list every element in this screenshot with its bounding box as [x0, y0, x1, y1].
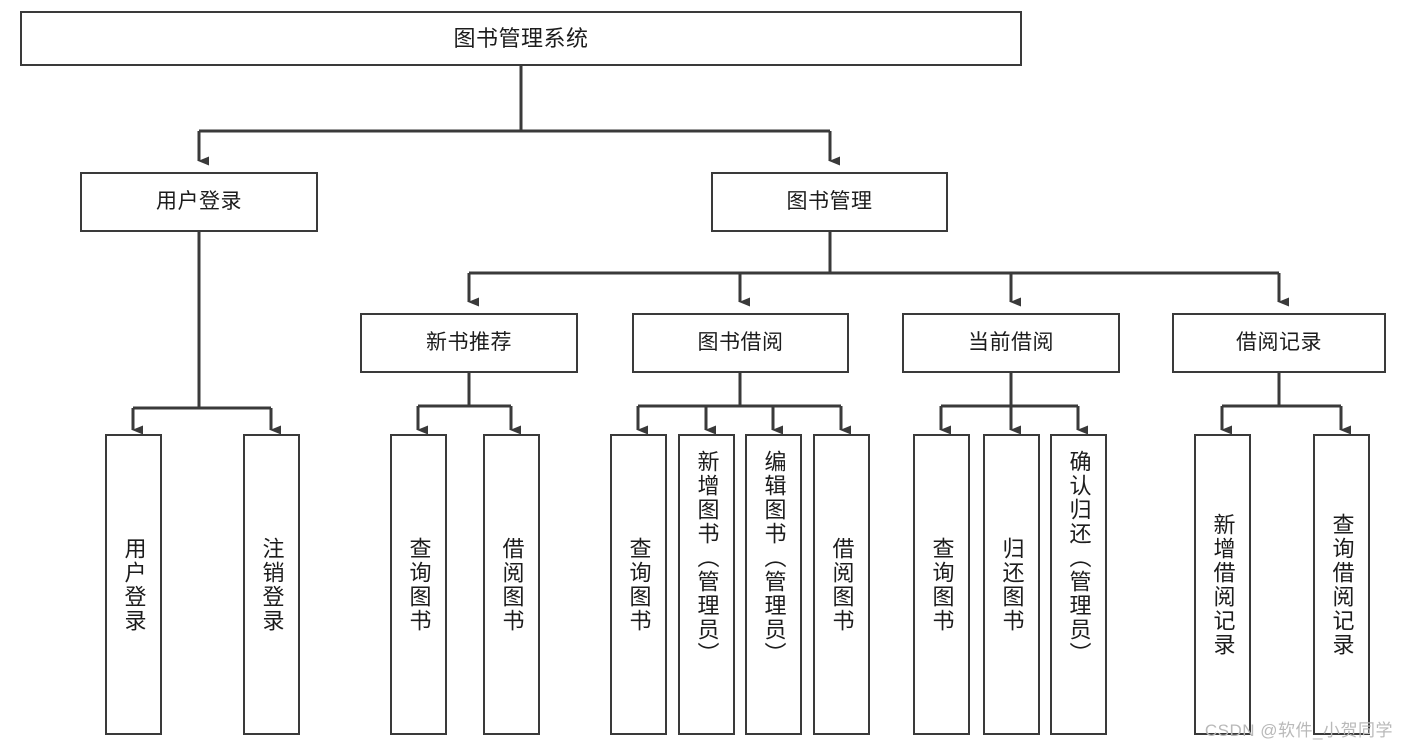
leaf-borrow-book-2-label: 借阅图书	[829, 536, 855, 633]
leaf-add-record-label: 新增借阅记录	[1210, 512, 1236, 657]
node-book-manage[interactable]: 图书管理	[711, 172, 948, 232]
leaf-borrow-book-1[interactable]: 借阅图书	[483, 434, 540, 735]
leaf-add-record[interactable]: 新增借阅记录	[1194, 434, 1251, 735]
node-borrow-record[interactable]: 借阅记录	[1172, 313, 1386, 373]
leaf-logout[interactable]: 注销登录	[243, 434, 300, 735]
leaf-add-book[interactable]: 新增图书（管理员）	[678, 434, 735, 735]
node-user-login[interactable]: 用户登录	[80, 172, 318, 232]
leaf-query-book-1-label: 查询图书	[406, 536, 432, 633]
leaf-query-book-3[interactable]: 查询图书	[913, 434, 970, 735]
node-user-login-label: 用户登录	[156, 189, 242, 213]
leaf-edit-book-label: 编辑图书（管理员）	[761, 450, 787, 666]
node-root[interactable]: 图书管理系统	[20, 11, 1022, 66]
leaf-edit-book[interactable]: 编辑图书（管理员）	[745, 434, 802, 735]
leaf-user-login[interactable]: 用户登录	[105, 434, 162, 735]
leaf-query-record[interactable]: 查询借阅记录	[1313, 434, 1370, 735]
leaf-query-record-label: 查询借阅记录	[1329, 512, 1355, 657]
leaf-confirm-return[interactable]: 确认归还（管理员）	[1050, 434, 1107, 735]
node-new-book-recommend-label: 新书推荐	[426, 330, 512, 354]
node-root-label: 图书管理系统	[453, 25, 589, 51]
leaf-return-book-label: 归还图书	[999, 536, 1025, 633]
node-borrow-record-label: 借阅记录	[1236, 330, 1322, 354]
watermark: CSDN @软件_小贺同学	[1204, 721, 1393, 740]
leaf-borrow-book-2[interactable]: 借阅图书	[813, 434, 870, 735]
leaf-borrow-book-1-label: 借阅图书	[499, 536, 525, 633]
leaf-confirm-return-label: 确认归还（管理员）	[1066, 450, 1092, 666]
node-current-borrow-label: 当前借阅	[968, 330, 1054, 354]
node-book-borrow[interactable]: 图书借阅	[632, 313, 849, 373]
leaf-return-book[interactable]: 归还图书	[983, 434, 1040, 735]
leaf-add-book-label: 新增图书（管理员）	[694, 450, 720, 666]
leaf-query-book-1[interactable]: 查询图书	[390, 434, 447, 735]
leaf-query-book-2[interactable]: 查询图书	[610, 434, 667, 735]
leaf-query-book-3-label: 查询图书	[929, 536, 955, 633]
node-book-manage-label: 图书管理	[786, 189, 873, 213]
node-current-borrow[interactable]: 当前借阅	[902, 313, 1120, 373]
leaf-user-login-label: 用户登录	[121, 536, 147, 633]
leaf-query-book-2-label: 查询图书	[626, 536, 652, 633]
node-book-borrow-label: 图书借阅	[697, 330, 784, 354]
leaf-logout-label: 注销登录	[259, 536, 285, 633]
node-new-book-recommend[interactable]: 新书推荐	[360, 313, 578, 373]
